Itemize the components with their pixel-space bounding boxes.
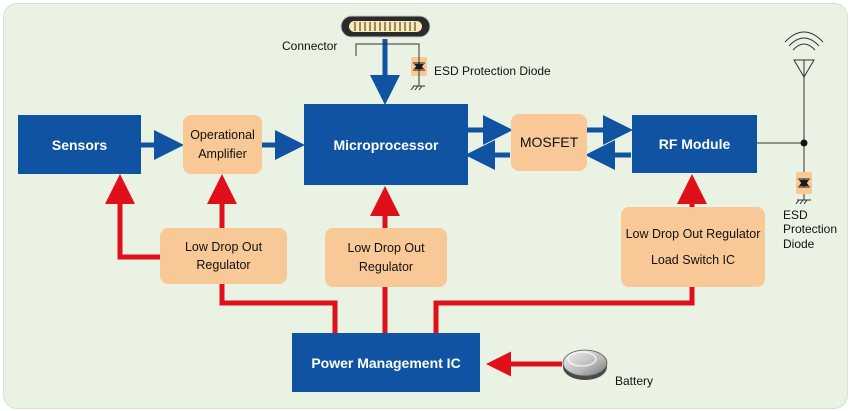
rf-module-label: RF Module	[658, 136, 731, 152]
esd-right-label-line1: ESD	[783, 208, 808, 222]
esd-diode-top	[355, 43, 427, 91]
power-arrows	[105, 173, 707, 377]
esd-right-label-line3: Diode	[783, 236, 815, 251]
esd-top-label: ESD Protection Diode	[434, 64, 551, 78]
power-management-ic-block: Power Management IC	[292, 333, 480, 392]
ldo-left-label-line2: Regulator	[196, 258, 251, 272]
ldo-load-switch-block: Low Drop Out Regulator Load Switch IC	[621, 207, 765, 287]
ldo-mid-block: Low Drop Out Regulator	[325, 228, 447, 287]
ldo-left-label-line1: Low Drop Out	[184, 239, 263, 254]
ldo-right-label-line2: Load Switch IC	[650, 253, 736, 267]
power-line-to-ldo-right	[433, 284, 695, 336]
microprocessor-label: Microprocessor	[333, 136, 439, 153]
mosfet-label: MOSFET	[519, 134, 579, 151]
connector-label: Connector	[282, 39, 338, 53]
signal-arrows	[141, 39, 634, 170]
antenna-junction-dot	[800, 139, 808, 147]
rf-module-block: RF Module	[632, 115, 757, 173]
pmic-label: Power Management IC	[311, 354, 461, 371]
battery-icon	[562, 349, 608, 380]
esd-right-label: ESD Protection Diode	[783, 208, 837, 251]
ldo-mid-label-line1: Low Drop Out	[347, 241, 425, 256]
power-lines	[219, 281, 695, 336]
opamp-label-line1: Operational	[190, 128, 255, 143]
ldo-right-label-line1: Low Drop Out Regulator	[625, 226, 761, 241]
sensors-label: Sensors	[51, 136, 108, 153]
power-line-to-ldo-left	[219, 281, 338, 336]
battery-label: Battery	[615, 374, 654, 388]
microprocessor-block: Microprocessor	[304, 104, 468, 185]
operational-amplifier-block: Operational Amplifier	[183, 115, 262, 174]
sensors-block: Sensors	[18, 115, 141, 174]
opamp-label-line2: Amplifier	[198, 146, 247, 161]
mosfet-block: MOSFET	[511, 114, 587, 171]
connector-icon	[340, 15, 431, 38]
antenna-icon	[784, 31, 824, 143]
ldo-mid-label-line2: Regulator	[358, 259, 414, 274]
esd-diode-right	[795, 172, 812, 205]
esd-right-label-line2: Protection	[783, 222, 838, 237]
ldo-left-block: Low Drop Out Regulator	[160, 228, 287, 284]
power-arrow-to-sensors	[105, 173, 160, 260]
